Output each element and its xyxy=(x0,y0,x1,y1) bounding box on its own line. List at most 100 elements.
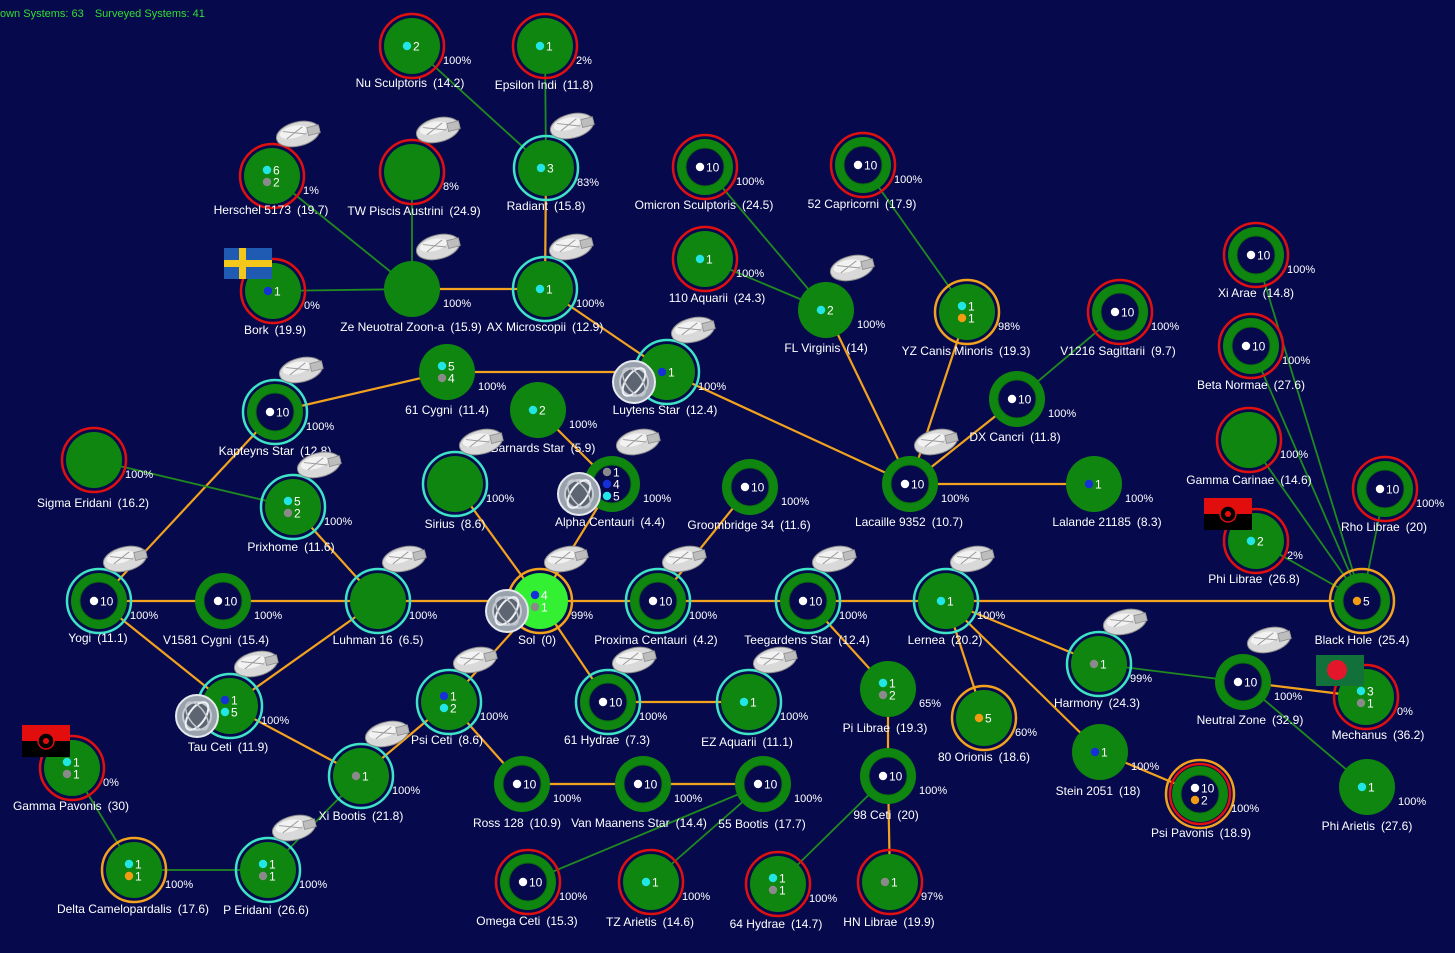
pop-dot-orange xyxy=(1352,596,1362,606)
system-harmony[interactable]: 199%Harmony(24.3) xyxy=(1054,605,1152,710)
survey-percent: 100% xyxy=(894,174,922,186)
jump-lane xyxy=(93,459,294,508)
pop-dot-orange xyxy=(974,713,984,723)
system-ze-neuotral-zoon-a[interactable]: 100%Ze Neuotral Zoon-a(15.9) xyxy=(340,230,482,334)
system-hn-librae[interactable]: 197%HN Librae(19.9) xyxy=(843,848,943,929)
pop-dot-blue xyxy=(220,695,230,705)
system-label: Delta Camelopardalis(17.6) xyxy=(57,902,209,916)
survey-percent: 100% xyxy=(559,891,587,903)
pop-dot-gray xyxy=(530,602,540,612)
system-distance: (24.3) xyxy=(1109,696,1140,710)
system-name: 55 Bootis xyxy=(718,817,768,831)
system-distance: (12.4) xyxy=(686,403,717,417)
system-sirius[interactable]: 100%Sirius(8.6) xyxy=(421,425,514,531)
system-sigma-eridani[interactable]: 100%Sigma Eridani(16.2) xyxy=(37,426,153,510)
pop-dot-gray xyxy=(1089,659,1099,669)
pop-dot-cyan xyxy=(402,41,412,51)
sweden-flag-icon xyxy=(224,248,272,279)
ship-icon xyxy=(661,545,707,573)
system-distance: (19.7) xyxy=(297,203,328,217)
pop-count: 5 xyxy=(294,495,301,509)
survey-percent: 100% xyxy=(478,381,506,393)
pop-count: 1 xyxy=(779,884,786,898)
system-epsilon-indi[interactable]: 12%Epsilon Indi(11.8) xyxy=(495,12,594,92)
star-body xyxy=(350,573,406,629)
ship-icon xyxy=(829,254,875,282)
system-gamma-pavonis[interactable]: 110%Gamma Pavonis(30) xyxy=(13,725,129,813)
system-mechanus[interactable]: 310%Mechanus(36.2) xyxy=(1316,655,1424,742)
system-tw-piscis-austrini[interactable]: 8%TW Piscis Austrini(24.9) xyxy=(347,113,481,218)
star-body xyxy=(1066,456,1122,512)
star-body xyxy=(265,479,321,535)
pop-count: 1 xyxy=(1368,781,1375,795)
system-label: Lernea(20.2) xyxy=(908,633,983,647)
system-bork[interactable]: 10%Bork(19.9) xyxy=(224,248,320,337)
system-label: Herschel 5173(19.7) xyxy=(214,203,329,217)
system-distance: (21.8) xyxy=(372,809,403,823)
system-herschel-5173[interactable]: 621%Herschel 5173(19.7) xyxy=(214,117,329,217)
pop-count: 6 xyxy=(273,164,280,178)
pop-dot-cyan xyxy=(220,707,230,717)
ship-icon xyxy=(415,116,461,144)
system-distance: (27.6) xyxy=(1274,378,1305,392)
system-gamma-carinae[interactable]: 100%Gamma Carinae(14.6) xyxy=(1186,406,1312,487)
system-radiant[interactable]: 383%Radiant(15.8) xyxy=(507,109,600,213)
system-phi-librae[interactable]: 22%Phi Librae(26.8) xyxy=(1204,498,1303,586)
system-distance: (4.4) xyxy=(640,515,665,529)
pop-count: 2 xyxy=(889,689,896,703)
pop-count: 1 xyxy=(706,253,713,267)
system-luhman-16[interactable]: 100%Luhman 16(6.5) xyxy=(333,542,438,647)
system-80-orionis[interactable]: 560%80 Orionis(18.6) xyxy=(938,684,1037,764)
system-name: Omicron Sculptoris xyxy=(635,198,736,212)
system-name: Gamma Pavonis xyxy=(13,799,102,813)
star-body xyxy=(798,282,854,338)
